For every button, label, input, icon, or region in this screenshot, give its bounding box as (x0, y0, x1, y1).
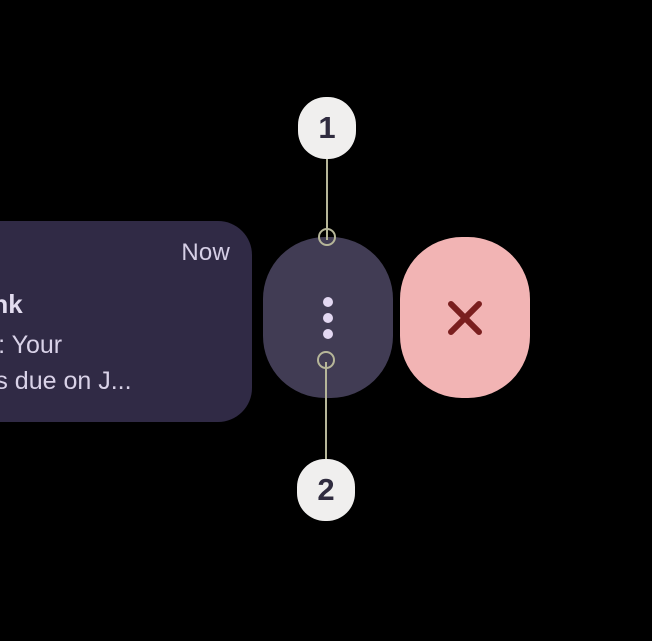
dismiss-button[interactable] (400, 237, 530, 398)
notification-body-line-1: der: Your (0, 331, 63, 359)
annotation-anchor-1 (318, 228, 336, 246)
more-options-button[interactable] (263, 237, 393, 398)
notification-app-title: bank (0, 289, 23, 319)
more-vertical-icon (323, 296, 333, 339)
annotation-marker-2: 2 (297, 459, 355, 521)
close-icon (448, 300, 482, 335)
annotation-leader-line-1 (326, 155, 328, 240)
dot-1 (323, 296, 333, 307)
notification-body-line-2: nt is due on J... (0, 367, 132, 395)
annotation-marker-1: 1 (298, 97, 356, 159)
annotation-leader-line-2 (325, 362, 327, 462)
dot-2 (323, 312, 333, 323)
notification-timestamp: Now (181, 239, 230, 266)
notification-card[interactable]: Now bank der: Your nt is due on J... (0, 221, 252, 422)
annotation-anchor-2 (317, 351, 335, 369)
dot-3 (323, 328, 333, 339)
